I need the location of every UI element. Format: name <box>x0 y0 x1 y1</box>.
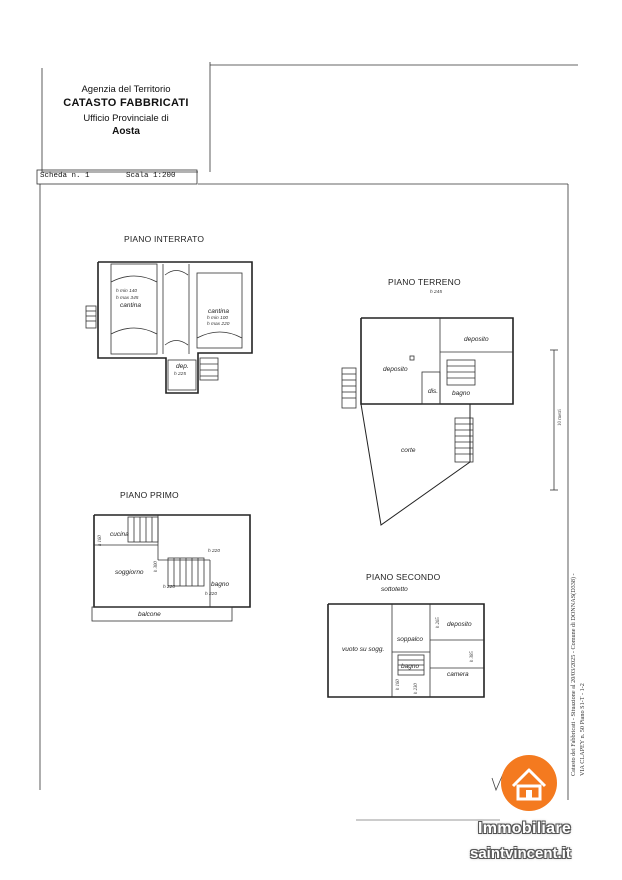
sheet-scale: Scala 1:200 <box>126 172 176 180</box>
watermark-brand-line2: saintvincent.it <box>470 845 571 862</box>
office-city: Aosta <box>112 126 140 137</box>
cantina2-hmax: h max 220 <box>207 322 230 327</box>
primo-h220-b: h 220 <box>163 585 176 590</box>
cantina1-hmin: h min 140 <box>116 289 138 294</box>
soppalco-label: soppalco <box>397 636 424 643</box>
scale-bar-label: 10 metri <box>558 409 563 426</box>
watermark-brand-line1: Immobiliare <box>478 820 572 837</box>
sottotetto-label: sottotetto <box>381 586 408 593</box>
bagno-primo-label: bagno <box>211 581 230 588</box>
primo-h220-c: h 220 <box>205 592 218 597</box>
deposito-right-label: deposito <box>464 336 489 343</box>
dis-label: dis. <box>428 388 439 395</box>
deposito-secondo-label: deposito <box>447 621 472 628</box>
dep-height: h 225 <box>174 372 187 377</box>
cantina1-label: cantina <box>120 302 141 309</box>
sheet-number: Scheda n. 1 <box>40 172 90 180</box>
plan-title-primo: PIANO PRIMO <box>120 490 179 500</box>
cadastre-side-caption: Catasto dei Fabbricati - Situazione al 2… <box>570 573 577 776</box>
address-side-caption: VIA CLAPEY n. 50 Piano S1-T - 1-2 <box>579 683 586 776</box>
primo-h160: h 160 <box>98 535 103 546</box>
house-logo-icon <box>501 755 557 811</box>
deposito-left-label: deposito <box>383 366 408 373</box>
office-label: Ufficio Provinciale di <box>83 113 169 124</box>
primo-h300: h 300 <box>154 561 159 572</box>
cantina2-label: cantina <box>208 308 229 315</box>
secondo-h230: h 230 <box>414 683 419 694</box>
terreno-height: h 245 <box>430 290 443 295</box>
bagno-terreno-label: bagno <box>452 390 471 397</box>
corte-label: corte <box>401 447 416 454</box>
cantina1-hmax: h max 345 <box>116 296 139 301</box>
agency-name: Agenzia del Territorio <box>81 84 171 95</box>
plan-title-terreno: PIANO TERRENO <box>388 277 461 287</box>
secondo-h160: h 160 <box>396 679 401 690</box>
balcone-label: balcone <box>138 611 161 618</box>
primo-h220-a: h 220 <box>208 549 221 554</box>
cantina2-hmin: h min 100 <box>207 316 229 321</box>
bagno-secondo-label: bagno <box>401 663 420 670</box>
cucina-label: cucina <box>110 531 129 538</box>
plan-title-secondo: PIANO SECONDO <box>366 572 441 582</box>
vuoto-label: vuoto su sogg. <box>342 646 385 653</box>
soggiorno-label: soggiorno <box>115 569 144 576</box>
camera-label: camera <box>447 671 469 678</box>
dep-label: dep. <box>176 363 189 370</box>
secondo-h265: h 265 <box>436 617 441 628</box>
secondo-h385: h 385 <box>470 651 475 662</box>
plan-title-interrato: PIANO INTERRATO <box>124 234 205 244</box>
catasto-title: CATASTO FABBRICATI <box>63 97 189 109</box>
cadastre-header: Agenzia del Territorio CATASTO FABBRICAT… <box>42 68 210 172</box>
